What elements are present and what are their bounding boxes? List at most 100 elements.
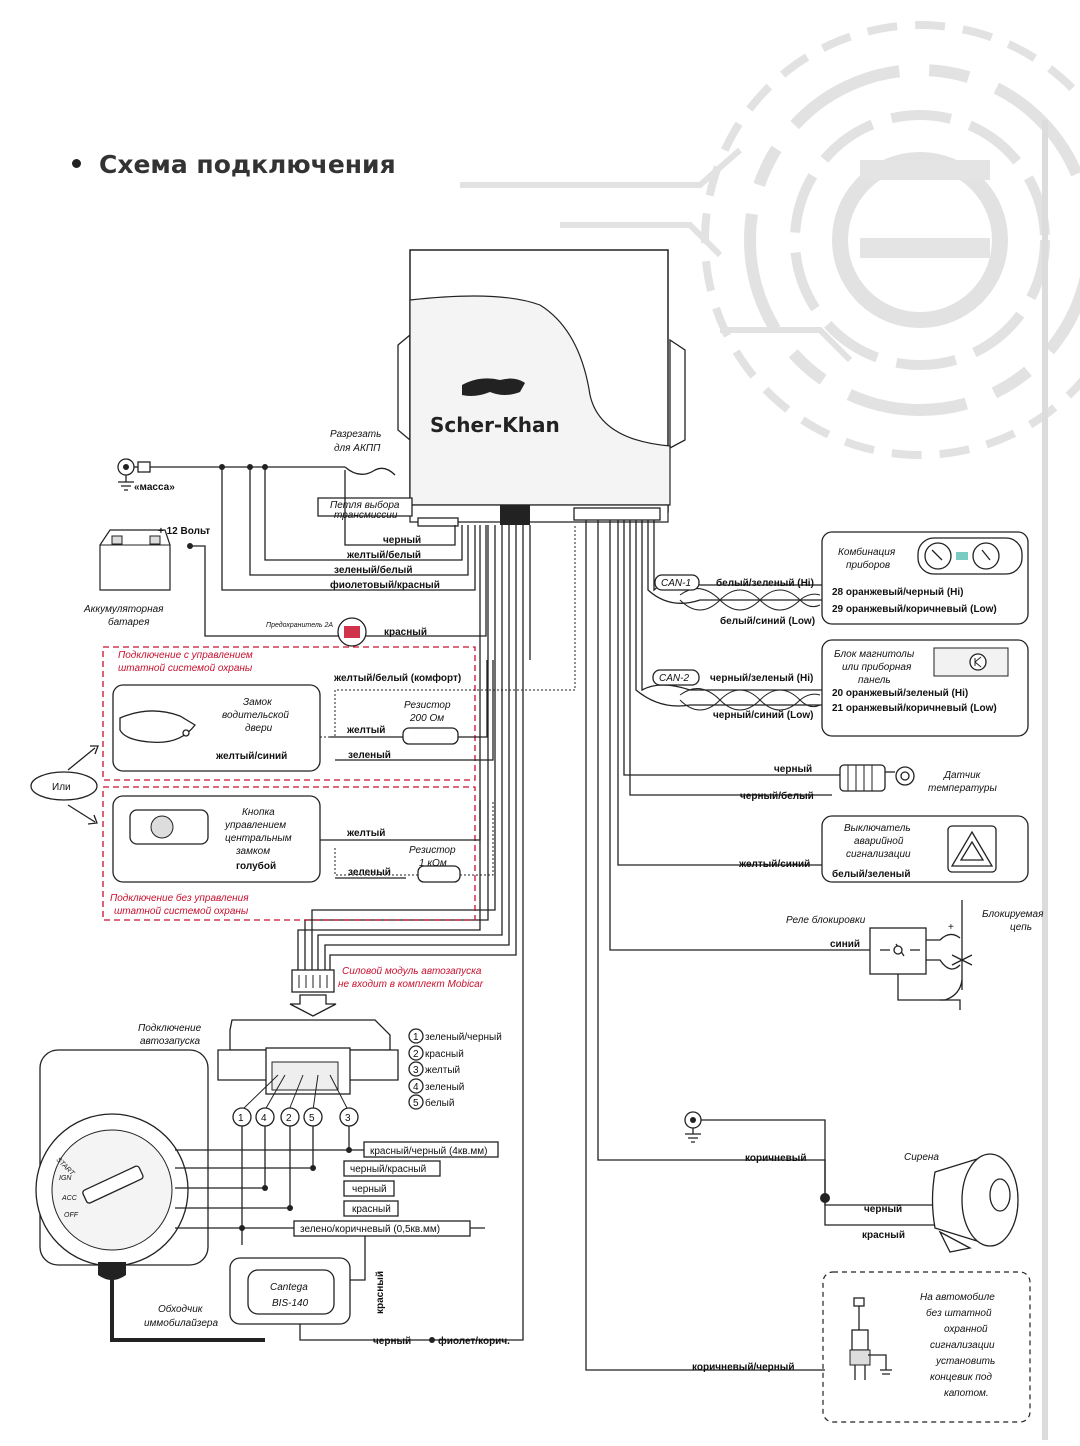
svg-text:4: 4 [261, 1113, 267, 1124]
radio-label-1: Блок магнитолы [834, 649, 915, 660]
svg-text:2: 2 [413, 1049, 419, 1060]
ign-wire-1: красный/черный (4кв.мм) [370, 1146, 487, 1157]
resistor-1k-label-1: Резистор [409, 845, 456, 856]
bypass-black-label: черный [373, 1336, 411, 1347]
page-title: Схема подключения [72, 150, 396, 179]
hazard-switch-box [821, 815, 1029, 883]
bypass-label-1: Обходчик [158, 1303, 204, 1315]
ign-wire-5: зелено/коричневый (0,5кв.мм) [300, 1224, 440, 1235]
wire-black-label: черный [383, 535, 421, 546]
pin-2-label: красный [425, 1049, 464, 1060]
hood-note-6: концевик под [930, 1372, 992, 1383]
left-wiring [99, 458, 531, 1341]
radio-label-3: панель [858, 675, 891, 686]
hazard-label-3: сигнализации [846, 849, 911, 860]
wire-green-white-label: зеленый/белый [334, 564, 412, 576]
brown-label: коричневый [745, 1153, 806, 1164]
ign-wire-3: черный [352, 1184, 387, 1195]
hood-switch-box [822, 1271, 1031, 1423]
can1-pin-29: 29 оранжевый/коричневый (Low) [832, 604, 997, 615]
yellow-label-2: желтый [346, 828, 385, 839]
loop-label-1: Петля выбора [330, 499, 400, 511]
central-lock-section [112, 795, 494, 883]
svg-text:1: 1 [413, 1032, 419, 1043]
with-control-box [102, 646, 476, 781]
button-label-3: центральным [225, 833, 292, 844]
siren [684, 1111, 1019, 1253]
power-module [217, 969, 399, 1111]
autostart-label-2: автозапуска [140, 1036, 201, 1047]
button-label-1: Кнопка [242, 807, 275, 818]
svg-text:2: 2 [286, 1113, 292, 1124]
cut-akpp-label-1: Разрезать [330, 429, 381, 440]
button-label-2: управлением [224, 820, 286, 831]
temp-label-2: температуры [928, 783, 997, 794]
can1-low-label: белый/синий (Low) [720, 615, 815, 627]
bypass-labels: Обходчик иммобилайзера Cantega BIS-140 к… [144, 1271, 510, 1347]
ignition-wire-labels: красный/черный (4кв.мм) черный/красный ч… [55, 1141, 499, 1237]
svg-text:+: + [948, 922, 954, 933]
or-label: Или [52, 782, 71, 793]
can1-hi-label: белый/зеленый (Hi) [716, 577, 814, 589]
bypass-model-2: BIS-140 [272, 1298, 309, 1309]
autostart-label-1: Подключение [138, 1023, 202, 1034]
light-blue-label: голубой [236, 860, 276, 872]
plus12-label: + 12 Вольт [158, 526, 210, 537]
note-with-control-1: Подключение с управлением [118, 650, 253, 661]
battery-label-2: батарея [108, 616, 150, 628]
can2-label: CAN-2 [659, 673, 689, 684]
bypass-model-1: Cantega [270, 1282, 308, 1293]
hood-note-2: без штатной [926, 1307, 992, 1319]
siren-red-label: красный [862, 1230, 905, 1241]
cut-akpp-label-2: для АКПП [334, 443, 381, 454]
can2-pin-20: 20 оранжевый/зеленый (Hi) [832, 688, 968, 699]
hazard-yellow-blue-label: желтый/синий [738, 859, 810, 870]
hazard-label-2: аварийной [854, 836, 904, 847]
immobilizer-bypass [229, 1230, 435, 1343]
arrow-up-icon [67, 745, 99, 771]
bypass-label-2: иммобилайзера [144, 1317, 218, 1329]
note-without-control-2: штатной системой охраны [114, 906, 249, 917]
hazard-label-1: Выключатель [844, 823, 911, 834]
can2-pin-21: 21 оранжевый/коричневый (Low) [832, 703, 997, 714]
ign-pos-off: OFF [64, 1212, 79, 1219]
temperature-sensor [839, 764, 915, 792]
pin-5-label: белый [425, 1097, 454, 1109]
siren-label: Сирена [904, 1152, 939, 1163]
pin-3-label: желтый [425, 1065, 460, 1076]
hood-note-1: На автомобиле [920, 1291, 995, 1303]
ignition-switch [35, 1049, 485, 1342]
radio-label-2: или приборная [842, 661, 912, 673]
ign-wire-4: красный [352, 1204, 391, 1215]
ign-pos-ign: IGN [59, 1175, 72, 1182]
yellow-label-1: желтый [346, 725, 385, 736]
hood-note-4: сигнализации [930, 1340, 995, 1351]
pin-4-label: зеленый [425, 1082, 464, 1093]
brand-logo-text: Scher-Khan [430, 413, 560, 437]
wire-violet-red-label: фиолетовый/красный [330, 579, 440, 591]
can2-hi-label: черный/зеленый (Hi) [710, 673, 813, 684]
hood-note-3: охранной [944, 1324, 988, 1335]
svg-text:4: 4 [413, 1082, 419, 1093]
ign-pos-acc: ACC [61, 1195, 78, 1202]
button-label-4: замком [235, 846, 270, 857]
resistor-200-label-2: 200 Ом [409, 713, 444, 724]
door-lock-label-3: двери [245, 723, 273, 734]
svg-text:3: 3 [413, 1065, 419, 1076]
cluster-label-1: Комбинация [838, 546, 896, 558]
labels: «масса» Разрезать для АКПП Петля выбора … [52, 429, 484, 1047]
comfort-label: желтый/белый (комфорт) [333, 672, 461, 684]
sensor-labels: черный черный/белый Датчик температуры В… [692, 764, 1044, 1399]
temp-label-1: Датчик [943, 770, 982, 781]
hazard-white-green-label: белый/зеленый [832, 868, 910, 880]
power-module-label-2: не входит в комплект Mobicar [338, 979, 484, 990]
svg-text:5: 5 [413, 1098, 419, 1109]
note-without-control-1: Подключение без управления [110, 892, 249, 904]
svg-text:3: 3 [345, 1113, 351, 1124]
resistor-1k-label-2: 1 кОм [419, 858, 447, 869]
door-lock-section [112, 525, 576, 772]
can1-pin-28: 28 оранжевый/черный (Hi) [832, 587, 964, 598]
without-control-box [102, 786, 476, 921]
temp-black-white-label: черный/белый [740, 790, 814, 802]
